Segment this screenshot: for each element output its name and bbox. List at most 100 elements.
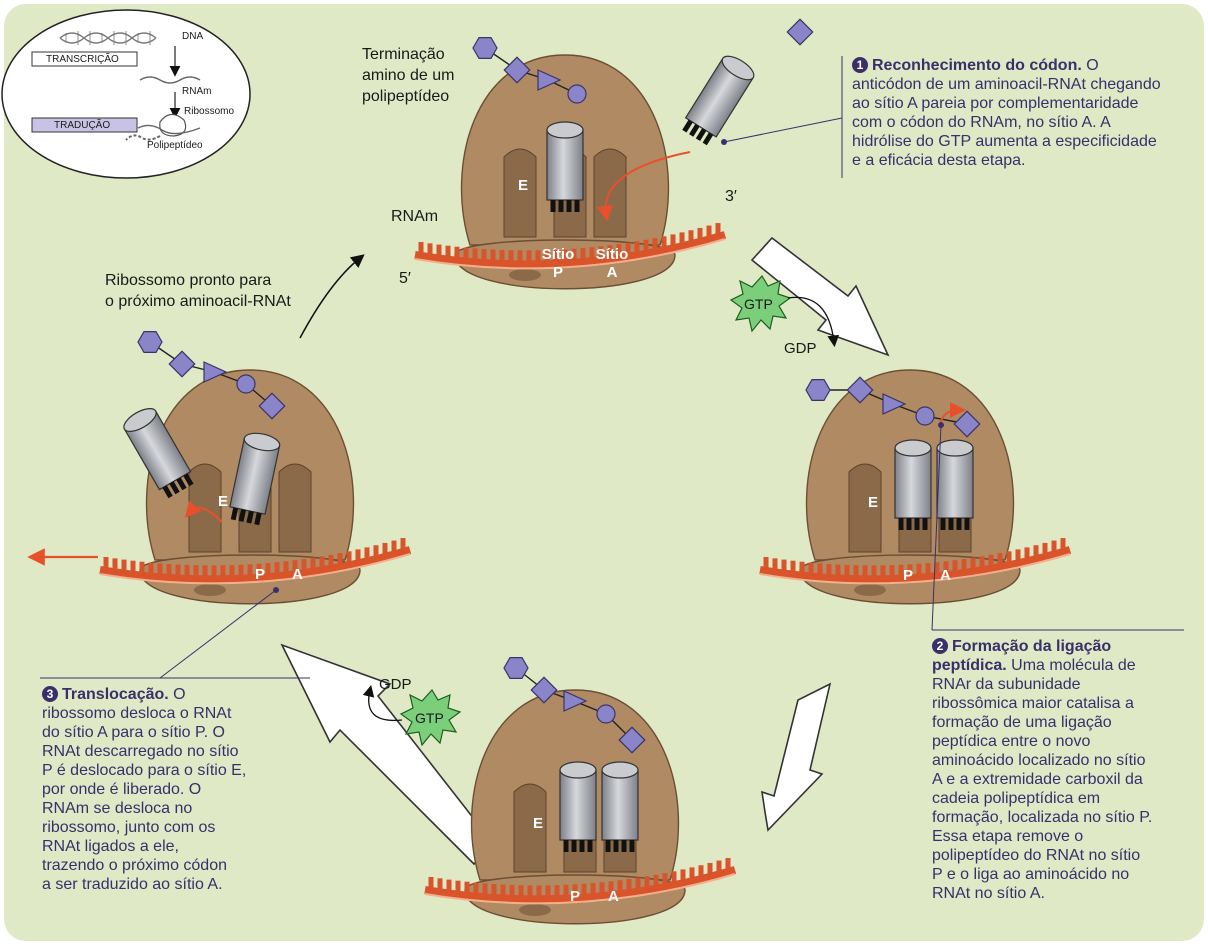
site-e-label: E <box>218 493 228 511</box>
amino-acid-hexagon <box>473 38 497 59</box>
amino-acid-hexagon <box>138 332 162 353</box>
gdp-label-bottom: GDP <box>379 676 412 693</box>
connector-step2-dot <box>938 422 944 428</box>
step1-title: Reconhecimento do códon. <box>872 57 1082 74</box>
site-p-label: P <box>570 888 580 906</box>
step3-line: RNAm se desloca no <box>42 799 302 818</box>
rnam-label: RNAm <box>391 208 438 226</box>
step1-number: 1 <box>852 57 868 73</box>
step2-line: formação, localizada no sítio P. <box>932 808 1202 827</box>
amino-acid-circle <box>916 407 934 425</box>
amino-acid-hexagon <box>806 380 830 401</box>
inset-dna-label: DNA <box>182 31 203 42</box>
amino-acid-circle <box>597 705 615 723</box>
step3-line: trazendo o próximo códon <box>42 856 302 875</box>
step2-line: P e o liga ao aminoácido no <box>932 865 1202 884</box>
step2-line: cadeia polipeptídica em <box>932 789 1202 808</box>
step3-line: P é deslocado para o sítio E, <box>42 761 302 780</box>
step3-line: a ser traduzido ao sítio A. <box>42 875 302 894</box>
site-a-slot <box>279 464 311 552</box>
inset-polypeptide-label: Polipeptídeo <box>147 140 203 151</box>
trna-a-site <box>937 440 973 530</box>
step3-title: Translocação. <box>62 686 169 703</box>
amino-acid-circle <box>237 375 255 393</box>
step2-line: A e a extremidade carboxil da <box>932 770 1202 789</box>
inset-transcription-label: TRANSCRIÇÃO <box>46 54 119 65</box>
amino-terminal-label: Terminação amino de um polipeptídeo <box>362 44 455 107</box>
step2-line: peptídica. Uma molécula de <box>932 656 1202 675</box>
three-prime-label: 3′ <box>725 188 737 206</box>
subunit-groove <box>194 584 226 596</box>
step2-line: ribossômica maior catalisa a <box>932 694 1202 713</box>
site-a-label: A <box>292 566 303 584</box>
step3-text: 3Translocação. O ribossomo desloca o RNA… <box>42 685 302 894</box>
site-letter: A <box>592 264 632 282</box>
step2-line: RNAt no sítio A. <box>932 884 1202 903</box>
site-p-label: Sítio P <box>538 246 578 282</box>
step1-line: ao sítio A pareia por complementaridade <box>852 94 1197 113</box>
step2-line: Essa etapa remove o <box>932 827 1202 846</box>
subunit-groove <box>854 584 886 596</box>
inset-overview <box>2 10 250 178</box>
site-e-label: E <box>868 494 878 512</box>
site-letter: P <box>538 264 578 282</box>
ready-line: Ribossomo pronto para <box>105 270 291 291</box>
step2-line: aminoácido localizado no sítio <box>932 751 1202 770</box>
site-e-label: E <box>533 815 543 833</box>
trna-a-site <box>602 762 638 852</box>
inset-ribosome-label: Ribossomo <box>184 106 234 117</box>
site-e-label: E <box>518 177 528 195</box>
subunit-groove <box>509 269 541 281</box>
step3-number: 3 <box>42 686 58 702</box>
amino-acid-hexagon <box>504 658 528 679</box>
amino-terminal-line: polipeptídeo <box>362 86 455 107</box>
step2-number: 2 <box>932 638 948 654</box>
site-a-label: A <box>940 567 951 585</box>
subunit-groove <box>519 904 551 916</box>
step1-line: hidrólise do GTP aumenta a especificidad… <box>852 132 1197 151</box>
step2-line: formação de uma ligação <box>932 713 1202 732</box>
ready-line: o próximo aminoacil-RNAt <box>105 291 291 312</box>
site-p-label: P <box>255 566 265 584</box>
step3-line: RNAt descarregado no sítio <box>42 742 302 761</box>
site-a-label: Sítio A <box>592 246 632 282</box>
step2-line: RNAr da subunidade <box>932 675 1202 694</box>
connector-step3-dot <box>273 587 279 593</box>
gtp-label-bottom: GTP <box>415 710 444 726</box>
step3-line: RNAt ligados a ele, <box>42 837 302 856</box>
step1-line: e a eficácia desta etapa. <box>852 151 1197 170</box>
five-prime-label: 5′ <box>399 270 411 288</box>
connector-step1-dot <box>721 139 727 145</box>
trna-p-site <box>547 122 583 212</box>
site-a-label: A <box>608 888 619 906</box>
step3-line: ribossomo desloca o RNAt <box>42 704 302 723</box>
sitio-word: Sítio <box>592 246 632 264</box>
amino-terminal-line: Terminação <box>362 44 455 65</box>
site-p-label: P <box>903 567 913 585</box>
trna-p-site <box>895 440 931 530</box>
step2-line: polipeptídeo do RNAt no sítio <box>932 846 1202 865</box>
ready-label: Ribossomo pronto para o próximo aminoaci… <box>105 270 291 312</box>
step2-title-b: peptídica. <box>932 657 1007 674</box>
amino-acid-circle <box>568 85 586 103</box>
step3-line: por onde é liberado. O <box>42 780 302 799</box>
amino-terminal-line: amino de um <box>362 65 455 86</box>
inset-rnam-label: RNAm <box>182 86 211 97</box>
sitio-word: Sítio <box>538 246 578 264</box>
gdp-label-top: GDP <box>784 340 817 357</box>
step3-line: ribossomo, junto com os <box>42 818 302 837</box>
trna-p-site <box>560 762 596 852</box>
step3-line: do sítio A para o sítio P. O <box>42 723 302 742</box>
gtp-label-top: GTP <box>744 296 773 312</box>
step1-line: com o códon do RNAm, no sítio A. A <box>852 113 1197 132</box>
step2-line: peptídica entre o novo <box>932 732 1202 751</box>
inset-translation-label: TRADUÇÃO <box>54 120 110 131</box>
step2-title-a: Formação da ligação <box>952 638 1111 655</box>
step1-line: anticódon de um aminoacil-RNAt chegando <box>852 75 1197 94</box>
